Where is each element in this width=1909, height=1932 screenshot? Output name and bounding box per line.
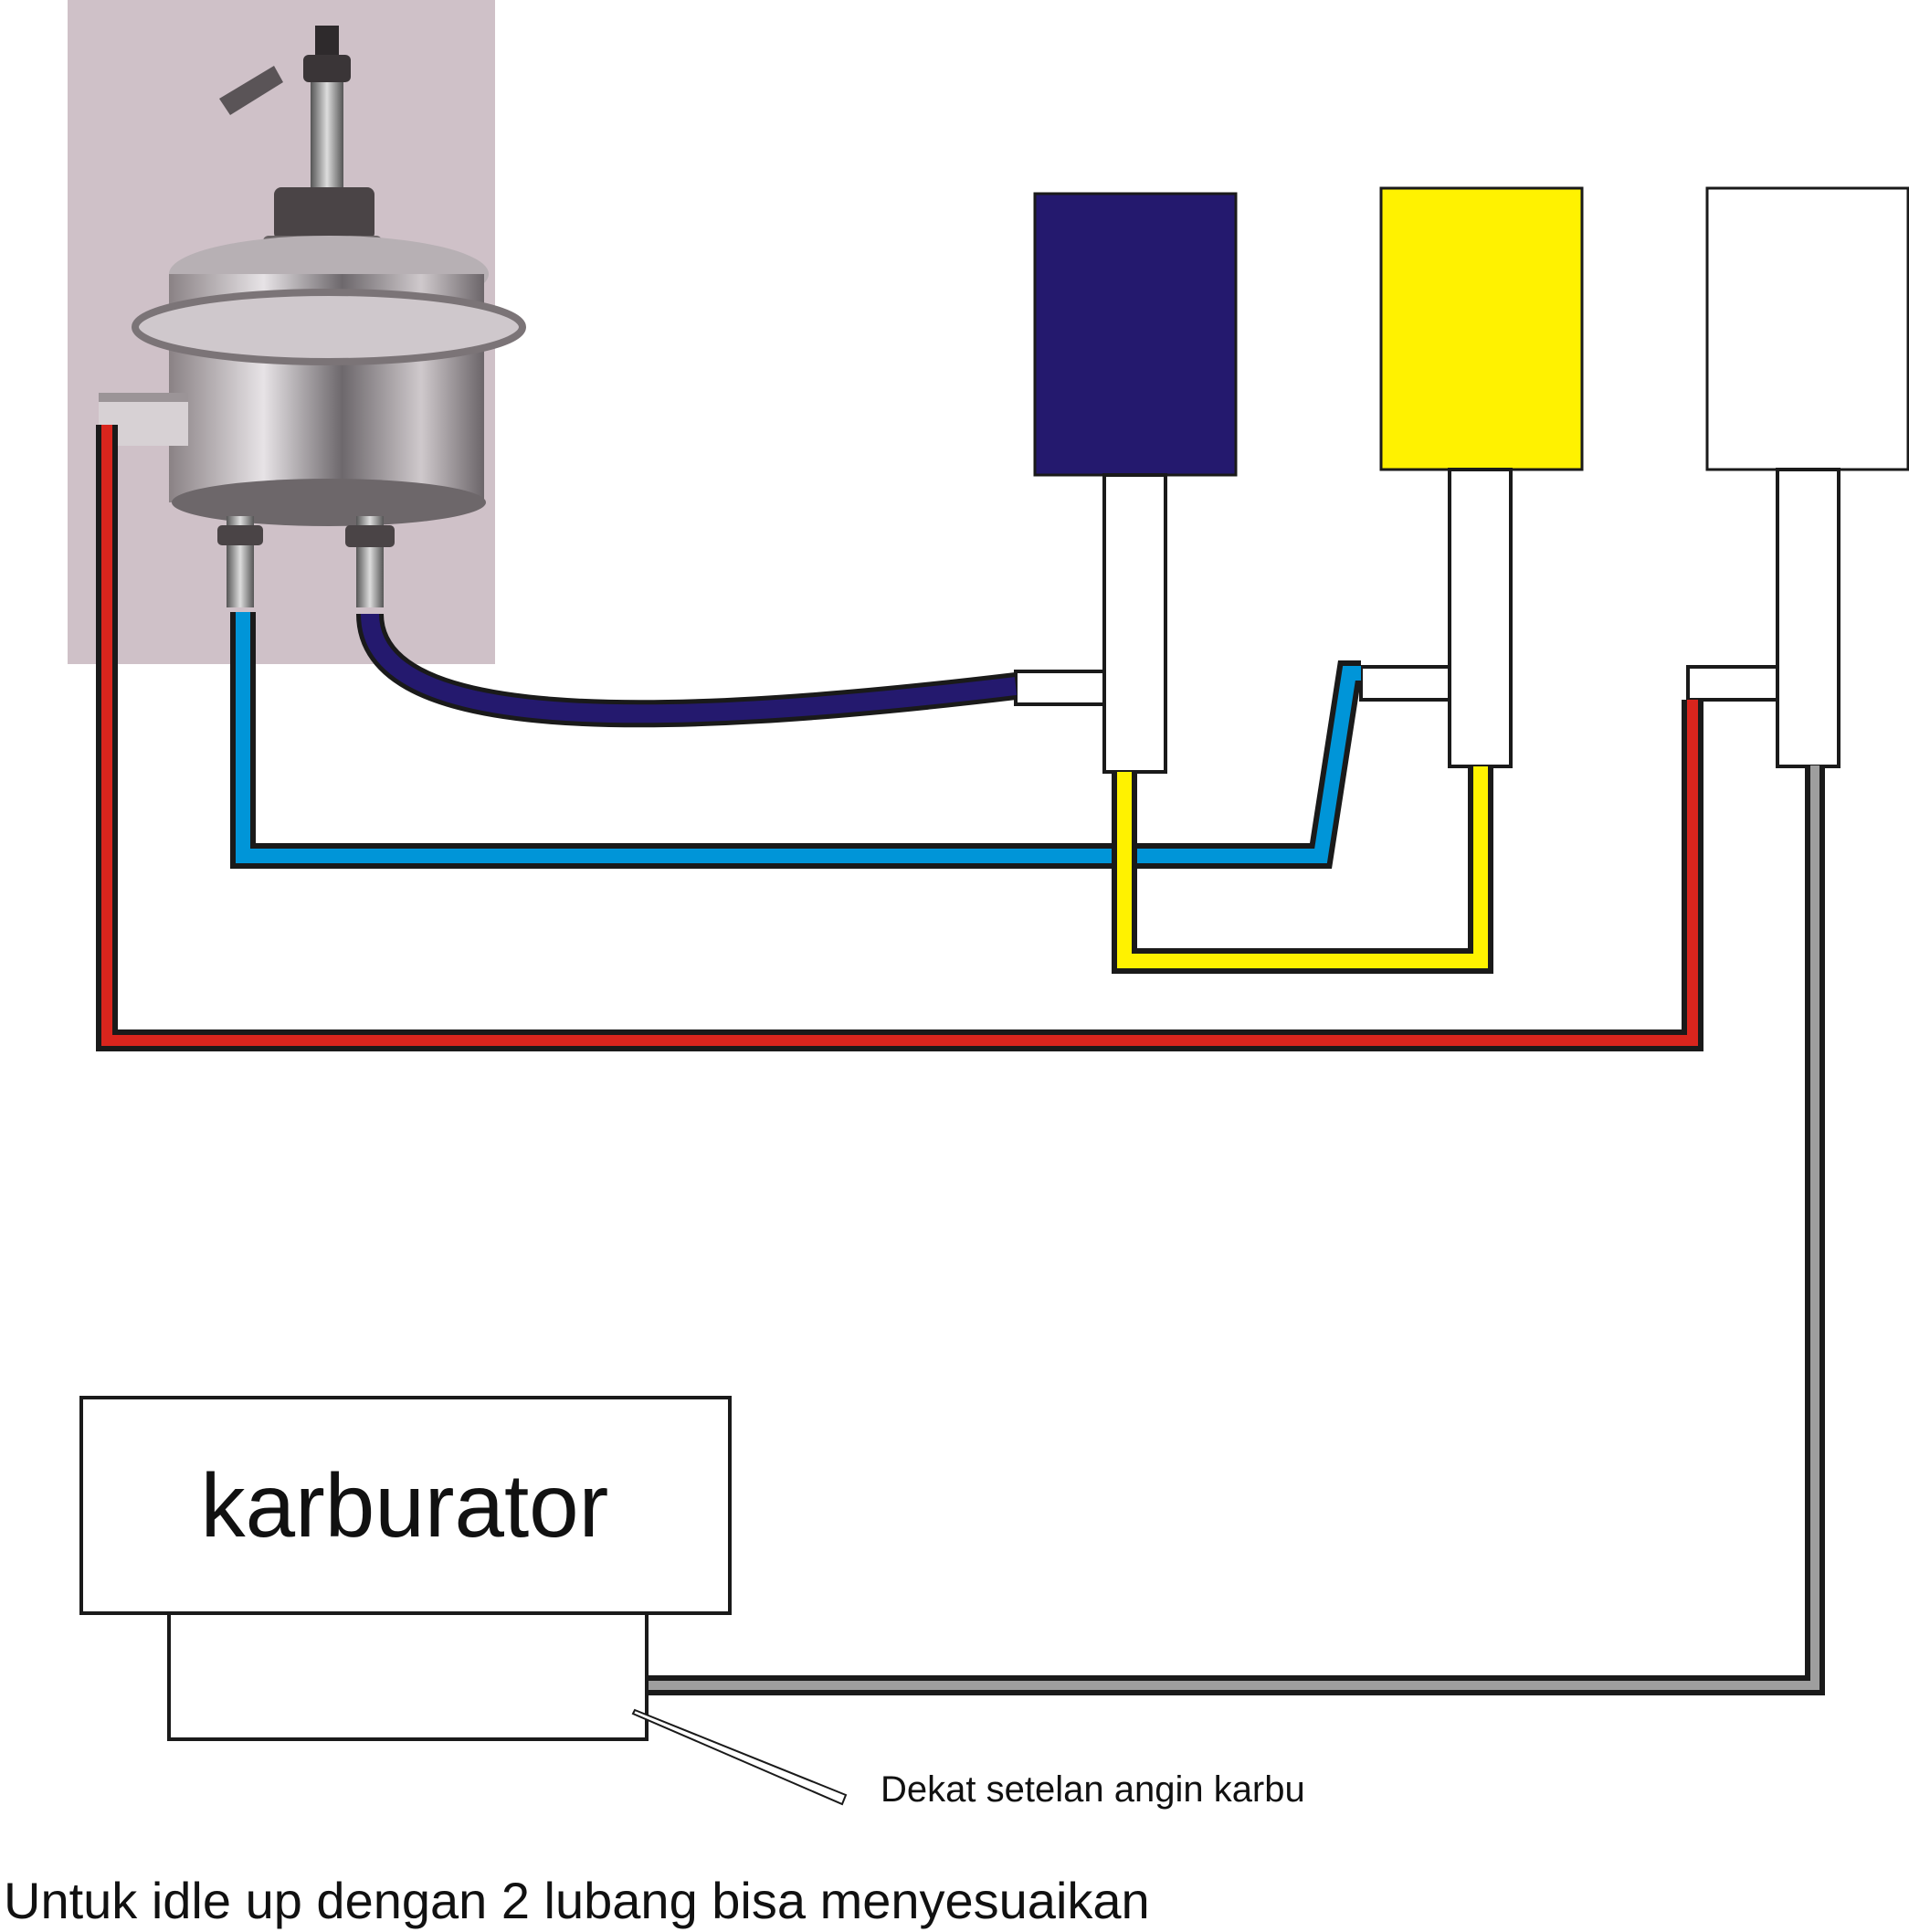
vacuum-actuator-photo-icon <box>68 0 526 664</box>
solenoid-valve-navy <box>1014 192 1238 774</box>
solenoid-valve-white <box>1686 186 1909 768</box>
light-blue-hose <box>230 612 1362 869</box>
carburetor-label: karburator <box>201 1455 609 1556</box>
navy-hose <box>356 613 1018 728</box>
footer-caption: Untuk idle up dengan 2 lubang bisa menye… <box>4 1872 1150 1929</box>
note-label: Dekat setelan angin karbu <box>881 1769 1305 1810</box>
carburetor-box: karburator <box>79 1396 732 1741</box>
red-hose <box>96 425 1703 1051</box>
gray-hose <box>648 765 1825 1695</box>
note-pointer <box>631 1708 848 1806</box>
yellow-hose <box>1112 766 1493 974</box>
solenoid-valve-yellow <box>1359 186 1584 768</box>
